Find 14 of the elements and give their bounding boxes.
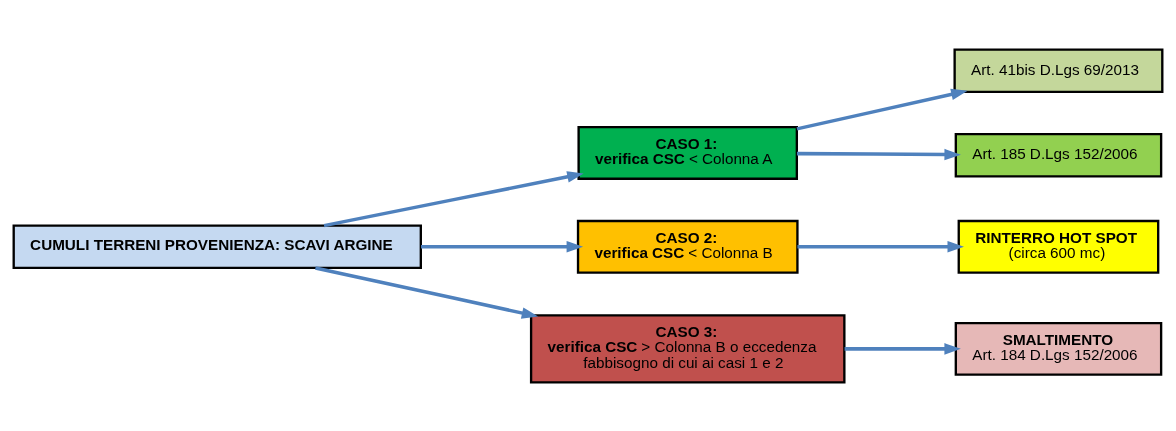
node-box: CASO 3: verifica CSC > Colonna B o eccedenza fabbisogno di cui ai casi 1 e 2: [529, 313, 846, 383]
node-box: Art. 41bis D.Lgs 69/2013: [953, 48, 1164, 93]
node-box: RINTERRO HOT SPOT (circa 600 mc): [957, 219, 1160, 274]
arrow: [796, 148, 961, 160]
arrow: [796, 88, 968, 131]
node-box: Art. 185 D.Lgs 152/2006: [954, 132, 1163, 178]
node-box: CUMULI TERRENI PROVENIENZA: SCAVI ARGINE: [12, 224, 422, 269]
arrow: [421, 240, 584, 253]
node-box: CASO 1: verifica CSC < Colonna A: [577, 125, 798, 180]
node-box: SMALTIMENTO Art. 184 D.Lgs 152/2006: [954, 321, 1163, 376]
arrow: [323, 170, 584, 227]
arrow: [797, 240, 964, 253]
arrow: [844, 342, 961, 355]
node-box: CASO 2: verifica CSC < Colonna B: [576, 219, 799, 274]
